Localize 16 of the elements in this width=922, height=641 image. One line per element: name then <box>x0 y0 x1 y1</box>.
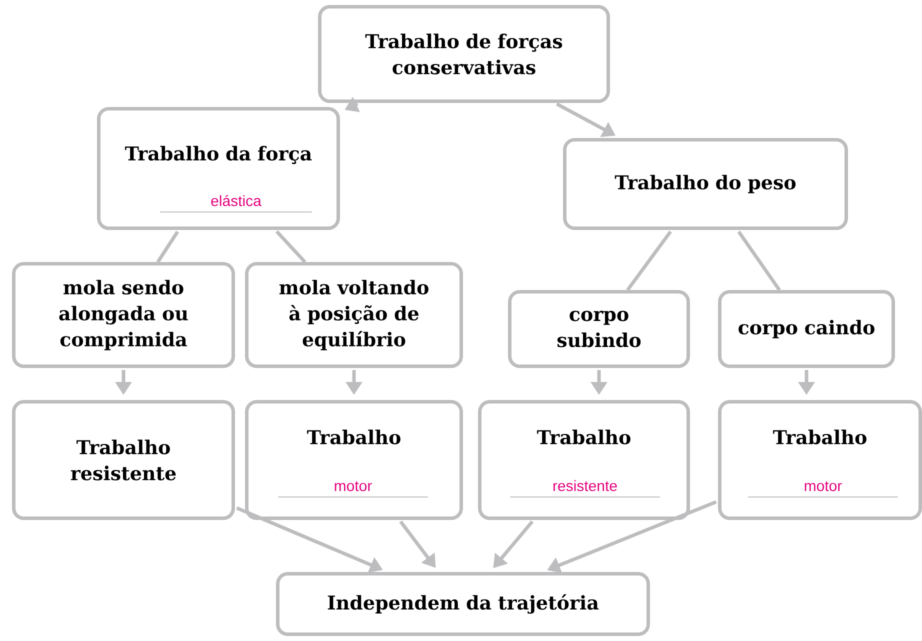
box-text: corpo subindo <box>557 310 641 348</box>
box-text: corpo caindo <box>738 320 874 338</box>
box-text: mola sendo alongada ou comprimida <box>59 280 188 350</box>
box-text: Trabalho resistente <box>70 440 176 480</box>
answer-text: elástica <box>211 194 262 206</box>
box-text: Trabalho do peso <box>614 174 796 194</box>
answer-text: motor <box>334 481 372 492</box>
box-text: Trabalho <box>537 430 630 444</box>
box-text: Trabalho <box>773 430 866 444</box>
box-text: Trabalho <box>307 430 400 444</box>
answer-text: motor <box>804 481 842 492</box>
answer-text: resistente <box>553 480 617 492</box>
box-text: Trabalho de forças conservativas <box>365 34 562 74</box>
box-text: Trabalho da força <box>125 146 312 164</box>
box-text: mola voltando à posição de equilíbrio <box>279 280 428 350</box>
box-text: Independem da trajetória <box>328 594 599 614</box>
